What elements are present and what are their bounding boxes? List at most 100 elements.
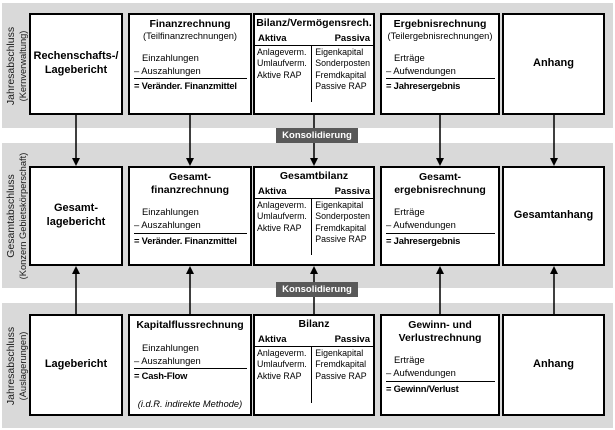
box-title: Lagebericht xyxy=(44,358,108,371)
balance-header: Aktiva Passiva xyxy=(255,183,373,199)
aktiva-item: Umlaufverm. xyxy=(257,359,307,370)
box-gesamtfinanzrechnung: Gesamt- finanzrechnung Einzahlungen – Au… xyxy=(128,166,252,266)
box-bilanz-vermoegensrechnung: Bilanz/Vermögensrech. Aktiva Passiva Anl… xyxy=(253,13,375,115)
box-bilanz: Bilanz Aktiva Passiva Anlageverm. Umlauf… xyxy=(253,314,375,416)
band-title: Jahresabschluss xyxy=(4,326,17,405)
box-lagebericht: Lagebericht xyxy=(29,314,123,416)
calc-row-minus: – Auszahlungen xyxy=(134,64,247,80)
calc-row-equals: = Cash-Flow xyxy=(134,369,188,381)
aktiva-item: Aktive RAP xyxy=(257,222,302,233)
calc-row-plus: Einzahlungen xyxy=(142,51,199,63)
box-kapitalflussrechnung: Kapitalflussrechnung Einzahlungen – Ausz… xyxy=(128,314,252,416)
calc-row-plus: Erträge xyxy=(394,354,425,366)
aktiva-column: Anlageverm. Umlaufverm. Aktive RAP xyxy=(255,347,311,403)
box-gewinn-und-verlustrechnung: Gewinn- und Verlustrechnung Erträge – Au… xyxy=(380,314,500,416)
box-gesamtbilanz: Gesamtbilanz Aktiva Passiva Anlageverm. … xyxy=(253,166,375,266)
passiva-column: Eigenkapital Sonderposten Fremdkapital P… xyxy=(311,198,373,255)
passiva-column: Eigenkapital Sonderposten Fremdkapital P… xyxy=(311,45,373,102)
box-title: Gesamt- ergebnisrechnung xyxy=(394,171,486,196)
aktiva-header: Aktiva xyxy=(258,185,287,197)
passiva-item: Sonderposten xyxy=(315,58,371,69)
passiva-item: Fremdkapital xyxy=(315,359,367,370)
calc-row-minus: – Aufwendungen xyxy=(386,64,495,80)
calc-row-equals: = Veränder. Finanzmittel xyxy=(134,234,237,246)
box-title: Anhang xyxy=(533,57,574,70)
calculation: Einzahlungen – Auszahlungen = Cash-Flow xyxy=(130,341,250,382)
passiva-column: Eigenkapital Fremdkapital Passive RAP xyxy=(311,346,373,403)
balance-columns: Anlageverm. Umlaufverm. Aktive RAP Eigen… xyxy=(255,198,373,255)
calc-row-plus: Einzahlungen xyxy=(142,341,199,353)
box-subtitle: (Teilergebnisrechnungen) xyxy=(387,30,493,41)
box-title: Gewinn- und Verlustrechnung xyxy=(398,319,482,344)
box-title: Gesamt- finanzrechnung xyxy=(150,171,230,196)
passiva-header: Passiva xyxy=(334,32,370,44)
aktiva-item: Aktive RAP xyxy=(257,69,302,80)
passiva-item: Passive RAP xyxy=(315,81,367,92)
aktiva-item: Aktive RAP xyxy=(257,370,302,381)
band-sidebar-label: Jahresabschluss (Auslagerungen) xyxy=(4,303,28,428)
calc-row-minus: – Auszahlungen xyxy=(134,354,247,369)
box-title: Ergebnisrechnung xyxy=(393,18,487,30)
passiva-item: Fremdkapital xyxy=(315,69,367,80)
passiva-item: Passive RAP xyxy=(315,234,367,245)
box-ergebnisrechnung: Ergebnisrechnung (Teilergebnisrechnungen… xyxy=(380,13,500,115)
balance-header: Aktiva Passiva xyxy=(255,331,373,347)
passiva-item: Sonderposten xyxy=(315,211,371,222)
method-note: (i.d.R. indirekte Methode) xyxy=(137,399,243,409)
band-subtitle: (Konzern Gebietskörperschaft) xyxy=(17,152,28,279)
aktiva-item: Anlageverm. xyxy=(257,347,307,358)
passiva-item: Passive RAP xyxy=(315,370,367,381)
aktiva-item: Anlageverm. xyxy=(257,46,307,57)
calc-row-equals: = Veränder. Finanzmittel xyxy=(134,80,237,92)
box-gesamtergebnisrechnung: Gesamt- ergebnisrechnung Erträge – Aufwe… xyxy=(380,166,500,266)
calculation: Erträge – Aufwendungen = Jahresergebnis xyxy=(382,51,498,92)
konsolidierung-badge-bottom: Konsolidierung xyxy=(276,282,358,297)
aktiva-header: Aktiva xyxy=(258,333,287,345)
box-title: Gesamtanhang xyxy=(513,209,594,222)
band-title: Jahresabschluss xyxy=(4,26,17,105)
balance-columns: Anlageverm. Umlaufverm. Aktive RAP Eigen… xyxy=(255,45,373,102)
box-title: Gesamt- lagebericht xyxy=(46,202,106,228)
calculation: Einzahlungen – Auszahlungen = Veränder. … xyxy=(130,205,250,246)
passiva-item: Eigenkapital xyxy=(315,199,364,210)
box-title: Anhang xyxy=(533,358,574,371)
konsolidierung-badge-top: Konsolidierung xyxy=(276,128,358,143)
aktiva-item: Umlaufverm. xyxy=(257,211,307,222)
aktiva-header: Aktiva xyxy=(258,32,287,44)
balance-header: Aktiva Passiva xyxy=(255,30,373,46)
aktiva-column: Anlageverm. Umlaufverm. Aktive RAP xyxy=(255,46,311,102)
passiva-header: Passiva xyxy=(334,333,370,345)
band-subtitle: (Kernverwaltung) xyxy=(17,30,28,101)
box-title: Kapitalflussrechnung xyxy=(136,319,244,331)
balance-columns: Anlageverm. Umlaufverm. Aktive RAP Eigen… xyxy=(255,346,373,403)
box-subtitle: (Teilfinanzrechnungen) xyxy=(142,30,238,41)
box-gesamtanhang: Gesamtanhang xyxy=(502,166,605,266)
passiva-item: Fremdkapital xyxy=(315,222,367,233)
passiva-item: Eigenkapital xyxy=(315,347,364,358)
calculation: Erträge – Aufwendungen = Gewinn/Verlust xyxy=(382,353,498,394)
passiva-item: Eigenkapital xyxy=(315,46,364,57)
band-sidebar-label: Gesamtabschluss (Konzern Gebietskörpersc… xyxy=(4,143,28,288)
box-title: Bilanz/Vermögensrech. xyxy=(256,17,372,29)
box-anhang-kernverwaltung: Anhang xyxy=(502,13,605,115)
band-sidebar-label: Jahresabschluss (Kernverwaltung) xyxy=(4,3,28,128)
box-title: Rechenschafts-/ Lagebericht xyxy=(33,50,119,76)
calc-row-minus: – Aufwendungen xyxy=(386,218,495,234)
passiva-header: Passiva xyxy=(334,185,370,197)
aktiva-column: Anlageverm. Umlaufverm. Aktive RAP xyxy=(255,199,311,255)
calc-row-plus: Erträge xyxy=(394,51,425,63)
calc-row-minus: – Auszahlungen xyxy=(134,218,247,234)
aktiva-item: Umlaufverm. xyxy=(257,58,307,69)
band-title: Gesamtabschluss xyxy=(4,173,17,258)
box-rechenschafts-lagebericht: Rechenschafts-/ Lagebericht xyxy=(29,13,123,115)
calculation: Erträge – Aufwendungen = Jahresergebnis xyxy=(382,205,498,246)
box-title: Finanzrechnung xyxy=(149,18,231,30)
calc-row-equals: = Gewinn/Verlust xyxy=(386,382,459,394)
band-subtitle: (Auslagerungen) xyxy=(17,331,28,400)
box-title: Bilanz xyxy=(298,318,330,330)
box-title: Gesamtbilanz xyxy=(279,170,349,182)
calc-row-equals: = Jahresergebnis xyxy=(386,234,461,246)
box-finanzrechnung: Finanzrechnung (Teilfinanzrechnungen) Ei… xyxy=(128,13,252,115)
calc-row-minus: – Aufwendungen xyxy=(386,366,495,382)
